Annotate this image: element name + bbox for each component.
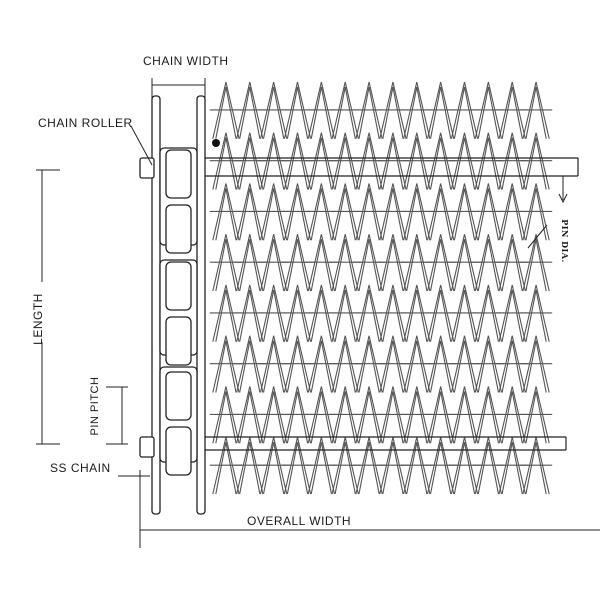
pin-dia-dimension	[527, 176, 568, 249]
ss-chain-label: SS CHAIN	[50, 461, 111, 475]
pin-dia-label: PIN DIA.	[560, 219, 570, 263]
overall-width-label: OVERALL WIDTH	[247, 514, 352, 528]
mesh-spiral-segment	[519, 386, 553, 444]
mesh-spiral-segment	[519, 234, 553, 292]
mesh-spiral-segment	[519, 284, 553, 342]
chain-roller-3	[165, 261, 192, 311]
wire-mesh-belt	[209, 81, 553, 495]
overall-width-dimension	[139, 470, 600, 548]
ss-chain	[139, 95, 206, 515]
length-dimension	[36, 169, 60, 445]
length-label: LENGTH	[31, 293, 45, 345]
mesh-spiral-segment	[519, 335, 553, 393]
pin-dia-leader	[527, 224, 548, 249]
pin-pitch-dimension	[106, 386, 128, 445]
chain-roller-5	[165, 371, 192, 421]
chain-roller-label: CHAIN ROLLER	[38, 116, 133, 130]
chain-roller-4	[165, 316, 192, 366]
chain-roller-leader	[130, 125, 153, 166]
chain-roller-6	[165, 426, 192, 476]
pin-pitch-label: PIN PITCH	[89, 376, 101, 436]
chain-width-label: CHAIN WIDTH	[143, 54, 229, 68]
chain-pin-head-1	[139, 157, 155, 179]
chain-outer-plate-right	[196, 95, 206, 515]
mesh-spiral-segment	[519, 183, 553, 241]
chain-roller-1	[165, 149, 192, 199]
mesh-spiral-segment	[519, 132, 553, 190]
chain-width-dimension	[151, 78, 206, 100]
pin-dia-arrow-icon	[558, 193, 568, 204]
chain-pin-head-2	[139, 436, 155, 458]
pin-end-dot-icon	[212, 139, 220, 147]
pin-rods	[165, 157, 579, 451]
mesh-spiral-segment	[519, 437, 553, 495]
mesh-spiral-segment	[519, 81, 553, 139]
chain-roller-2	[165, 204, 192, 254]
